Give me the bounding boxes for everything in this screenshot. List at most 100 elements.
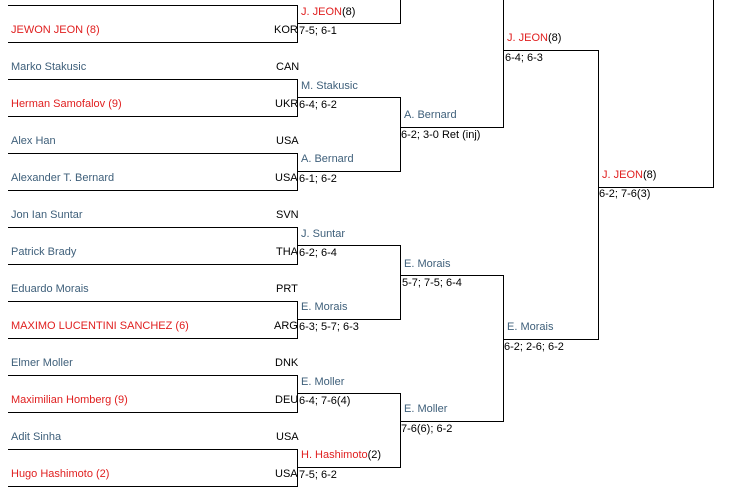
player-name[interactable]: Alexander T. Bernard — [11, 172, 115, 184]
player-name[interactable]: Jon Ian Suntar — [11, 209, 83, 221]
player-name[interactable]: Maximilian Homberg (9) — [11, 394, 128, 406]
round2-winner[interactable]: M. Stakusic — [301, 80, 358, 92]
match-score: 6-2; 2-6; 6-2 — [504, 341, 564, 353]
bracket-line — [8, 79, 298, 80]
player-country: KOR — [274, 24, 298, 36]
match-score: 6-2; 7-6(3) — [599, 188, 651, 200]
bracket-line — [400, 275, 504, 276]
bracket-connector — [400, 245, 401, 320]
winner-name: H. Hashimoto — [301, 449, 368, 461]
round5-winner[interactable]: J. JEON(8) — [602, 169, 656, 182]
match-score: 7-5; 6-2 — [299, 469, 337, 481]
winner-seed: (8) — [341, 6, 356, 18]
round4-winner[interactable]: E. Morais — [507, 321, 554, 333]
player-country: USA — [275, 468, 298, 480]
bracket-connector — [297, 301, 298, 339]
match-score: 6-2; 6-4 — [299, 247, 337, 259]
bracket-line — [297, 23, 401, 24]
player-country: DEU — [275, 394, 299, 406]
player-country: USA — [275, 172, 298, 184]
bracket-connector — [598, 50, 599, 340]
player-name[interactable]: Eduardo Morais — [11, 283, 89, 295]
bracket-line — [297, 171, 401, 172]
player-name[interactable]: MAXIMO LUCENTINI SANCHEZ (6) — [11, 320, 189, 332]
player-country: USA — [276, 135, 299, 147]
round4-winner[interactable]: J. JEON(8) — [507, 32, 561, 45]
bracket-line — [8, 375, 298, 376]
player-name[interactable]: Herman Samofalov (9) — [11, 98, 122, 110]
bracket-line — [8, 153, 298, 154]
player-name[interactable]: Hugo Hashimoto (2) — [11, 468, 110, 480]
bracket-connector — [297, 5, 298, 43]
player-name[interactable]: JEWON JEON (8) — [11, 24, 100, 36]
bracket-line — [8, 190, 298, 191]
round3-winner[interactable]: A. Bernard — [404, 109, 457, 121]
player-name[interactable]: Marko Stakusic — [11, 61, 87, 73]
player-country: UKR — [275, 98, 299, 110]
winner-seed: (2) — [367, 449, 382, 461]
match-score: 6-1; 6-2 — [299, 173, 337, 185]
player-country: THA — [276, 246, 298, 258]
round2-winner[interactable]: E. Morais — [301, 301, 348, 313]
bracket-line — [400, 421, 504, 422]
round2-winner[interactable]: J. JEON(8) — [301, 6, 355, 19]
round3-winner[interactable]: E. Moller — [404, 403, 448, 415]
match-score: 6-4; 7-6(4) — [299, 395, 351, 407]
bracket-line — [503, 339, 599, 340]
match-score: 6-4; 6-3 — [505, 52, 543, 64]
bracket-line — [297, 245, 401, 246]
bracket-line — [598, 187, 714, 188]
round2-winner[interactable]: J. Suntar — [301, 228, 346, 240]
winner-name: J. JEON — [507, 32, 548, 44]
match-score: 6-2; 3-0 Ret (inj) — [401, 129, 481, 141]
bracket-line — [8, 338, 298, 339]
bracket-line — [8, 301, 298, 302]
player-country: USA — [276, 431, 299, 443]
bracket-connector — [297, 449, 298, 487]
match-score: 6-4; 6-2 — [299, 99, 337, 111]
round2-winner[interactable]: E. Moller — [301, 376, 345, 388]
bracket-line — [297, 97, 401, 98]
match-score: 7-6(6); 6-2 — [401, 423, 453, 435]
winner-name: J. JEON — [301, 6, 342, 18]
player-name[interactable]: Patrick Brady — [11, 246, 77, 258]
bracket-line — [8, 116, 298, 117]
player-country: DNK — [275, 357, 299, 369]
player-country: PRT — [276, 283, 298, 295]
bracket-line — [400, 127, 504, 128]
player-name[interactable]: Elmer Moller — [11, 357, 73, 369]
bracket-connector — [713, 0, 714, 188]
bracket-line — [8, 42, 298, 43]
bracket-line — [297, 319, 401, 320]
player-name[interactable]: Alex Han — [11, 135, 56, 147]
bracket-connector — [297, 375, 298, 413]
player-country: SVN — [276, 209, 299, 221]
bracket-line — [8, 486, 298, 487]
player-name[interactable]: Adit Sinha — [11, 431, 62, 443]
bracket-connector — [297, 153, 298, 191]
round2-winner[interactable]: A. Bernard — [301, 153, 354, 165]
bracket-connector — [400, 97, 401, 172]
bracket-connector — [400, 0, 401, 24]
match-score: 7-5; 6-1 — [299, 25, 337, 37]
bracket-connector — [297, 79, 298, 117]
bracket-line — [297, 393, 401, 394]
player-country: ARG — [274, 320, 298, 332]
bracket-connector — [503, 275, 504, 422]
round3-winner[interactable]: E. Morais — [404, 258, 451, 270]
bracket-connector — [400, 393, 401, 468]
bracket-line — [8, 227, 298, 228]
bracket-connector — [297, 227, 298, 265]
bracket-line — [297, 467, 401, 468]
winner-name: J. JEON — [602, 169, 643, 181]
bracket-line — [8, 264, 298, 265]
winner-seed: (8) — [547, 32, 562, 44]
match-score: 6-3; 5-7; 6-3 — [299, 321, 359, 333]
bracket-line — [503, 50, 599, 51]
round2-winner[interactable]: H. Hashimoto(2) — [301, 449, 381, 462]
player-country: CAN — [276, 61, 300, 73]
bracket-line — [8, 5, 298, 6]
bracket-line — [8, 449, 298, 450]
bracket-connector — [503, 0, 504, 128]
bracket-line — [8, 412, 298, 413]
